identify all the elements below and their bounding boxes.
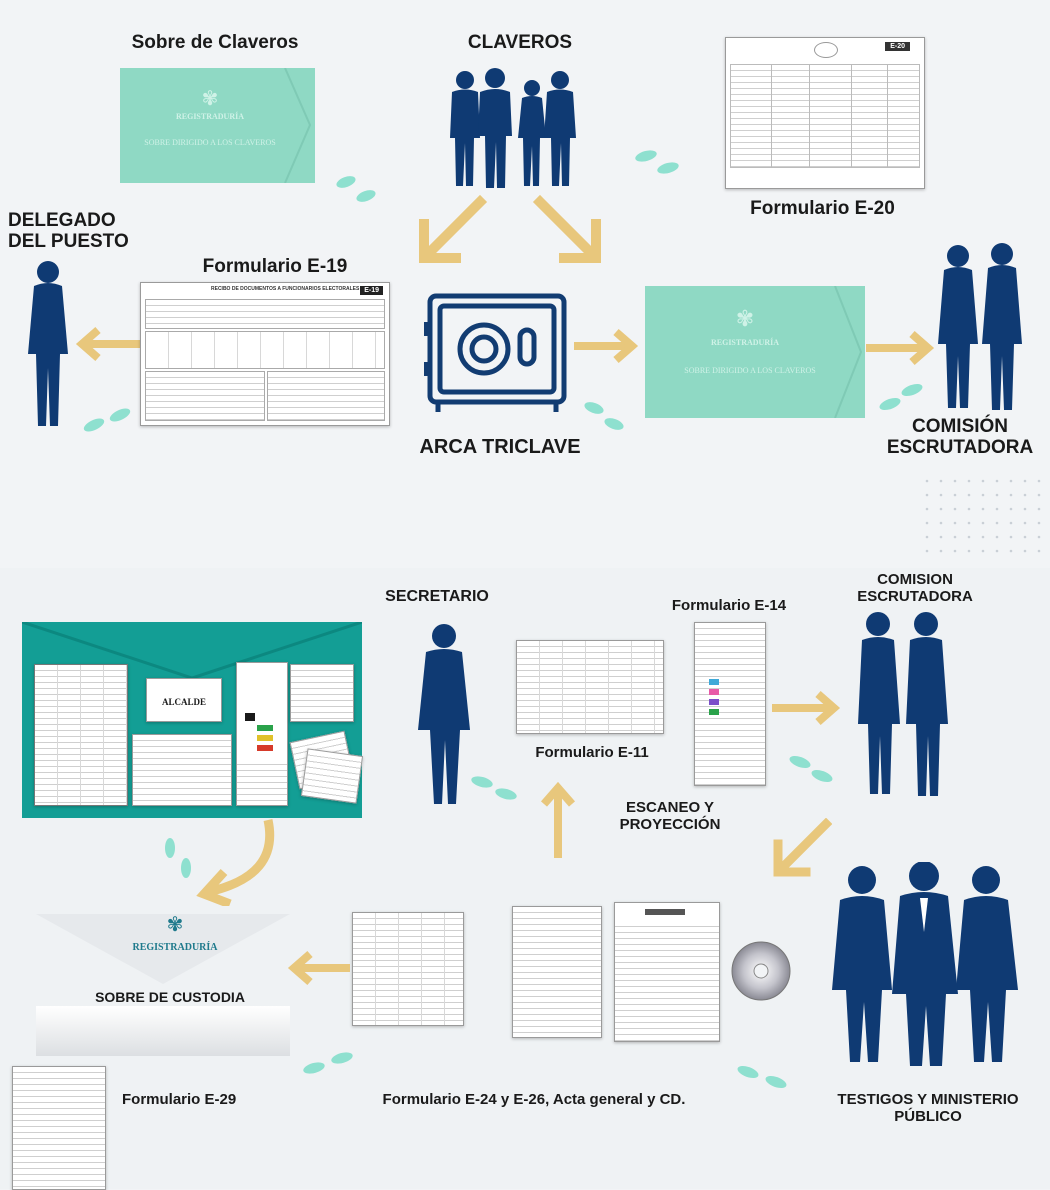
footprints-icon (789, 755, 833, 783)
arrow-up-icon (540, 781, 576, 858)
e20-badge: E-20 (885, 42, 910, 51)
comision-bottom-label: COMISION ESCRUTADORA (857, 571, 973, 605)
arrows-to-arca-icon (419, 194, 601, 263)
testigos-label: TESTIGOS Y MINISTERIO PÚBLICO (837, 1091, 1019, 1125)
registraduria-crest-icon: ✾ (735, 306, 755, 331)
testigos-figures-icon (832, 862, 1018, 1066)
comision-escrutadora-figures-icon (938, 243, 1022, 410)
arca-triclave-label: ARCA TRICLAVE (419, 436, 581, 458)
claveros-label: CLAVEROS (467, 32, 573, 53)
arrow-right-icon (574, 328, 639, 364)
envelope-flap-icon (284, 68, 312, 183)
arrow-right-icon (772, 690, 841, 726)
curved-arrow-icon (196, 819, 275, 906)
acta-general-document (614, 902, 720, 1042)
formulario-e14-document (694, 622, 766, 786)
registraduria-crest-icon: ✾ (166, 914, 184, 936)
document-sheet (34, 664, 128, 806)
registraduria-crest-icon: ✾ (201, 88, 219, 110)
delegado-figure-icon (28, 261, 68, 426)
formulario-e14-label: Formulario E-14 (671, 597, 787, 614)
sobre-claveros-label: Sobre de Claveros (131, 32, 299, 53)
escaneo-label: ESCANEO Y PROYECCIÓN (619, 799, 721, 833)
formulario-e24-document (352, 912, 464, 1026)
document-sheet (300, 748, 364, 804)
alcalde-text: ALCALDE (161, 697, 206, 707)
footprints-icon (303, 1052, 353, 1074)
formulario-e11-label: Formulario E-11 (535, 744, 649, 761)
formulario-e11-document (516, 640, 664, 734)
envelope-brand: REGISTRADURÍA (710, 338, 779, 347)
sobre-custodia-envelope (36, 914, 290, 1056)
formulario-e19-document: RECIBO DE DOCUMENTOS A FUNCIONARIOS ELEC… (140, 282, 390, 426)
envelope-text: SOBRE DIRIGIDO A LOS CLAVEROS (684, 366, 816, 375)
delegado-label: DELEGADO DEL PUESTO (8, 210, 129, 253)
formulario-e20-label: Formulario E-20 (750, 198, 895, 219)
footprints-icon (879, 383, 923, 411)
envelope-brand: REGISTRADURÍA (175, 112, 244, 121)
footprints-icon (584, 402, 624, 430)
dot-grid-decoration (924, 478, 1044, 558)
comision-escrutadora-figures-icon (858, 612, 948, 796)
custodia-brand: REGISTRADURÍA (132, 942, 218, 953)
footprints-icon (165, 838, 191, 878)
documents-envelope-panel: ALCALDE (22, 622, 364, 818)
formulario-e19-label: Formulario E-19 (202, 256, 348, 277)
formulario-e26-document (512, 906, 602, 1038)
document-sheet (132, 734, 232, 806)
e19-badge: E-19 (360, 286, 383, 295)
sobre-custodia-label: SOBRE DE CUSTODIA (95, 989, 245, 1005)
formulario-e29-document (12, 1066, 106, 1190)
alcalde-document: ALCALDE (146, 678, 222, 722)
footprints-icon (83, 408, 131, 432)
secretario-label: SECRETARIO (385, 588, 489, 605)
sobre-comision-envelope: ✾ REGISTRADURÍA SOBRE DIRIGIDO A LOS CLA… (645, 286, 865, 418)
document-sheet (236, 662, 288, 806)
escudo-icon (814, 42, 838, 58)
arrow-down-left-icon (773, 818, 832, 877)
footprints-icon (336, 176, 376, 202)
formulario-e20-document: E-20 (725, 37, 925, 189)
arrow-left-icon (75, 326, 140, 362)
formulario-e29-label: Formulario E-29 (122, 1091, 237, 1108)
cd-icon (731, 941, 791, 1001)
secretario-figure-icon (418, 624, 470, 804)
sobre-claveros-envelope: ✾ REGISTRADURÍA SOBRE DIRIGIDO A LOS CLA… (120, 68, 315, 183)
arrow-right-icon (866, 330, 935, 366)
footprints-icon (635, 150, 679, 174)
envelope-text: SOBRE DIRIGIDO A LOS CLAVEROS (144, 138, 276, 147)
comision-top-label: COMISIÓN ESCRUTADORA (886, 416, 1034, 459)
footprints-icon (737, 1065, 787, 1089)
claveros-group-icon (450, 68, 576, 188)
arrow-left-icon (287, 950, 350, 986)
e19-title: RECIBO DE DOCUMENTOS A FUNCIONARIOS ELEC… (211, 286, 360, 292)
arca-triclave-safe-icon (424, 293, 567, 412)
document-sheet (290, 664, 354, 722)
footprints-icon (471, 776, 517, 800)
formulario-e24-label: Formulario E-24 y E-26, Acta general y C… (382, 1091, 686, 1108)
